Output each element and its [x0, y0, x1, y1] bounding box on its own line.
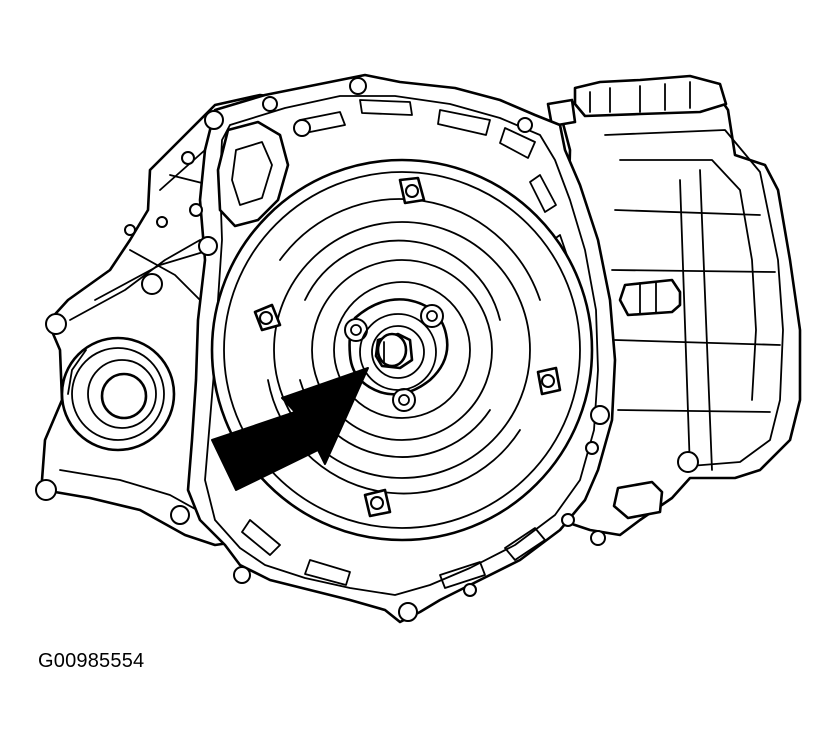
valve-body-case	[546, 74, 802, 546]
speed-sensor	[618, 278, 682, 317]
axle-seal	[60, 336, 176, 452]
input-shaft	[374, 332, 414, 370]
final-drive-housing	[35, 93, 322, 547]
torque-converter	[210, 158, 594, 542]
converter-lug-left	[253, 303, 282, 332]
callout-arrow	[211, 367, 369, 491]
electrical-connector	[546, 74, 728, 128]
converter-lug-bottom	[363, 488, 392, 518]
figure-id-label: G00985554	[38, 650, 145, 672]
converter-lug-right	[536, 366, 562, 396]
converter-lug-top	[398, 176, 426, 205]
lower-connector	[590, 480, 664, 546]
